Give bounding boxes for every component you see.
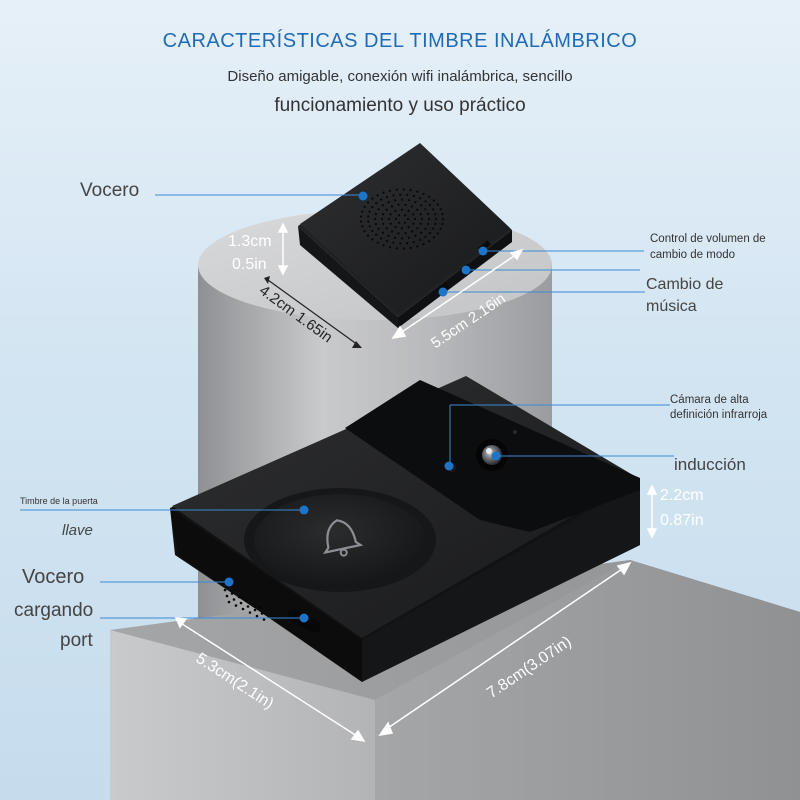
receiver-device — [298, 143, 512, 328]
side-speaker-grill — [223, 588, 266, 621]
page-subtitle-line1: Diseño amigable, conexión wifi inalámbri… — [227, 68, 573, 85]
speaker-grill — [360, 188, 445, 250]
induction-sensor-label: inducción — [674, 455, 746, 474]
music-change-label-line1: Cambio de — [646, 276, 724, 293]
camera-label-line2: definición infrarroja — [670, 409, 768, 421]
marker-dots — [224, 191, 501, 623]
receiver-height-in: 0.5in — [232, 256, 267, 273]
dimension-arrows — [174, 222, 658, 743]
charging-port-label-line1: cargando — [14, 600, 94, 621]
volume-control-label-line2: cambio de modo — [650, 249, 736, 261]
doorbell-button-label-line2: llave — [62, 522, 93, 539]
receiver-height-cm: 1.3cm — [228, 233, 272, 250]
leader-lines — [20, 194, 674, 619]
page-subtitle-line2: funcionamiento y uso práctico — [274, 95, 526, 116]
volume-control-label-line1: Control de volumen de — [650, 233, 766, 245]
receiver-speaker-label: Vocero — [80, 180, 140, 201]
music-change-label-line2: música — [646, 298, 697, 315]
doorbell-height-in: 0.87in — [660, 512, 704, 529]
doorbell-height-cm: 2.2cm — [660, 487, 704, 504]
doorbell-button-label-line1: Timbre de la puerta — [20, 496, 98, 506]
page-title: CARACTERÍSTICAS DEL TIMBRE INALÁMBRICO — [162, 30, 638, 52]
camera-label-line1: Cámara de alta — [670, 394, 749, 406]
doorbell-device — [170, 376, 640, 682]
charging-port-label-line2: port — [60, 630, 93, 651]
doorbell-speaker-label: Vocero — [22, 566, 85, 588]
